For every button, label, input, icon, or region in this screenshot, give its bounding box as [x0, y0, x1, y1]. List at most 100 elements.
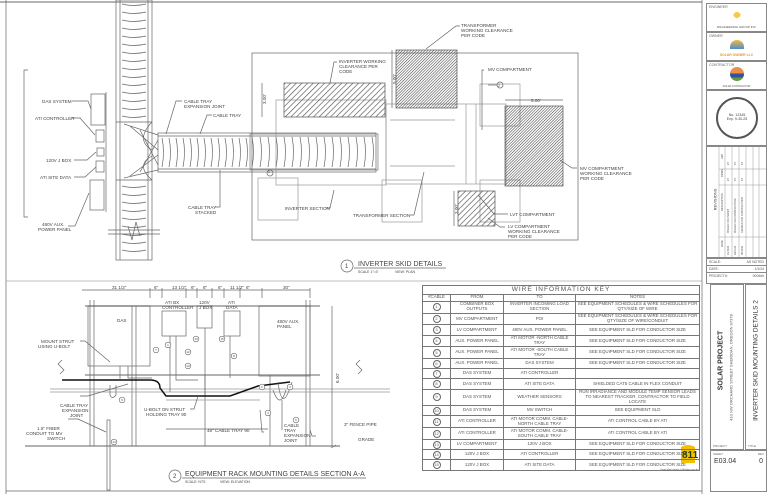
cable-notes [574, 368, 701, 380]
tray-rung [217, 137, 220, 168]
cable-number: 13 [422, 438, 451, 451]
col-to: TO [503, 293, 576, 302]
cable-number: 6 [422, 358, 451, 370]
tray-rung [121, 43, 147, 46]
sheet-number-box: SHEET REV E03.04 0 [710, 450, 767, 492]
cable-number: 3 [422, 324, 451, 336]
section-line-a [23, 69, 28, 218]
wire-key-row: 14 120V J BOX ATI CONTROLLER SEE EQUIPME… [422, 449, 701, 461]
seal-number: No. 12345 [728, 113, 746, 117]
dim-height: 6.00' [335, 373, 340, 383]
tray-rung [291, 136, 294, 168]
cable-tag-1-text: 1 [268, 170, 270, 174]
rev-header: APP [720, 154, 724, 159]
label-mv-clearance: MV COMPARTMENT [580, 166, 624, 171]
rev-app: JH [727, 162, 730, 165]
tray-rung [121, 107, 147, 110]
tray-rung [121, 249, 147, 252]
wire-key-row: 6 AUX. POWER PANEL DAS SYSTEM SEE EQUIPM… [422, 358, 701, 370]
wire-key-row: 8 DAS SYSTEM ATI SITE DATA SHIELDED CAT5… [422, 378, 701, 390]
tray-rung [121, 115, 147, 118]
tray-rung [251, 136, 254, 168]
label-mount-strut: MOUNT STRUT [41, 339, 75, 344]
label-tray-stacked-2: STACKED [195, 210, 217, 215]
rev-app: JH [741, 162, 744, 165]
transformer-clearance-zone [395, 49, 458, 109]
tray-rung [238, 137, 241, 168]
cable-number: 5 [422, 346, 451, 360]
cable-to: ATI SITE DATA [503, 459, 576, 471]
cable-notes: SHIELDED CAT5 CABLE IN FLEX CONDUIT [574, 378, 701, 390]
contractor-logo [730, 67, 744, 81]
rev-app: JH [734, 162, 737, 165]
sheet-label: SHEET [713, 452, 724, 456]
label-j-box-120v-2: J BOX [199, 305, 212, 310]
label-aux-panel: 480V AUX. [42, 222, 64, 227]
label-tray-expansion-b-4: JOINT [284, 438, 297, 443]
wire-key-row: 10 DAS SYSTEM MV SWITCH SEE EQUIPMENT SL… [422, 405, 701, 417]
label-fence-pipe: 3" FENCE PIPE [344, 422, 377, 427]
tray-rung [121, 51, 147, 54]
wire-key-row: 4 AUX. POWER PANEL ATI MOTOR -NORTH CABL… [422, 334, 701, 348]
horizontal-cable-tray [157, 132, 377, 173]
cable-notes: SEE EQUIPMENT SLD FOR CONDUCTOR SIZE [574, 358, 701, 370]
wire-key-row: 12 ATI CONTROLLER ATI MOTOR COMM. CABLE-… [422, 427, 701, 440]
label-ati-controller: ATI CONTROLLER [35, 116, 75, 121]
equipment-rack-elevation [25, 300, 390, 491]
rev-drwn: JH [727, 178, 730, 181]
label-ati-bx-controller-2: CONTROLLER [162, 305, 194, 310]
rev-desc: ISSUED FOR CONSTRUCTION [734, 198, 737, 233]
engineer-seal: No. 12345 Exp. 9-30-25 [716, 97, 758, 139]
cable-tag-text: 15 [220, 337, 224, 341]
cable-to: ATI CONTROLLER [503, 368, 576, 380]
label-fiber-conduit: 1.5" FIBER [37, 426, 61, 431]
cable-number-bubble: 15 [432, 460, 441, 469]
aux-panel-480v [258, 305, 311, 377]
tray-rung [347, 136, 350, 168]
date-label: DATE: [709, 267, 719, 271]
owner-label: OWNER [709, 34, 723, 38]
cable-number: 7 [422, 368, 451, 380]
tray-rung [210, 137, 213, 168]
cable-number-bubble: 14 [432, 450, 441, 459]
dim-width: 13 1/2" [172, 285, 187, 290]
scale-label: SCALE: [709, 260, 722, 264]
rev-date: 03/21/24 [734, 245, 737, 255]
label-j-box: 120V J BOX [46, 158, 71, 163]
cable-notes: SEE EQUIPMENT SLD FOR CONDUCTOR SIZE [574, 346, 701, 360]
rev-date: 05/10/24 [741, 245, 744, 255]
cable-number-bubble: 3 [432, 325, 441, 334]
label-tray-expansion-a-3: JOINT [70, 413, 83, 418]
label-ubolt: U-BOLT ON STRUT [144, 407, 185, 412]
sheet-title: INVERTER SKID MOUNTING DETAILS 2 [752, 300, 760, 421]
tray-rung [121, 241, 147, 244]
cable-tag [230, 352, 238, 360]
cable-from: DAS SYSTEM [450, 405, 504, 417]
tray-tee-fitting [116, 121, 153, 181]
tray-rung [231, 137, 234, 168]
cable-tag-1 [266, 169, 274, 177]
cable-from: AUX. POWER PANEL [450, 346, 504, 360]
detail-1-scale: SCALE 1"=3' [358, 270, 379, 274]
sheet-info-box: SCALE:AS NOTED DATE:1/1/24 PROJECT#:000#… [706, 258, 767, 284]
cable-from: 120V J BOX [450, 459, 504, 471]
tray-rung [121, 193, 147, 196]
cable-tag [164, 341, 172, 349]
tray-rung [275, 136, 278, 168]
cable-number-bubble: 8 [432, 380, 441, 389]
dim-transformer-clearance: 5.00' [392, 74, 397, 84]
cable-from: ATI CONTROLLER [450, 427, 504, 440]
cable-number-bubble: 6 [432, 359, 441, 368]
cable-from: DAS SYSTEM [450, 388, 504, 407]
cable-to: MV SWITCH [503, 405, 576, 417]
cable-number-bubble: 1 [432, 303, 441, 312]
tray-rung [189, 137, 192, 168]
detail-1-bubble [340, 259, 354, 273]
cable-number-bubble: 9 [432, 393, 441, 402]
contractor-label: CONTRACTOR [709, 63, 735, 67]
cable-number-bubble: 5 [432, 348, 441, 357]
label-aux-panel-2: POWER PANEL [38, 227, 72, 232]
label-aux-panel-480v-2: PANEL [277, 324, 292, 329]
date-value: 1/1/24 [754, 267, 764, 271]
